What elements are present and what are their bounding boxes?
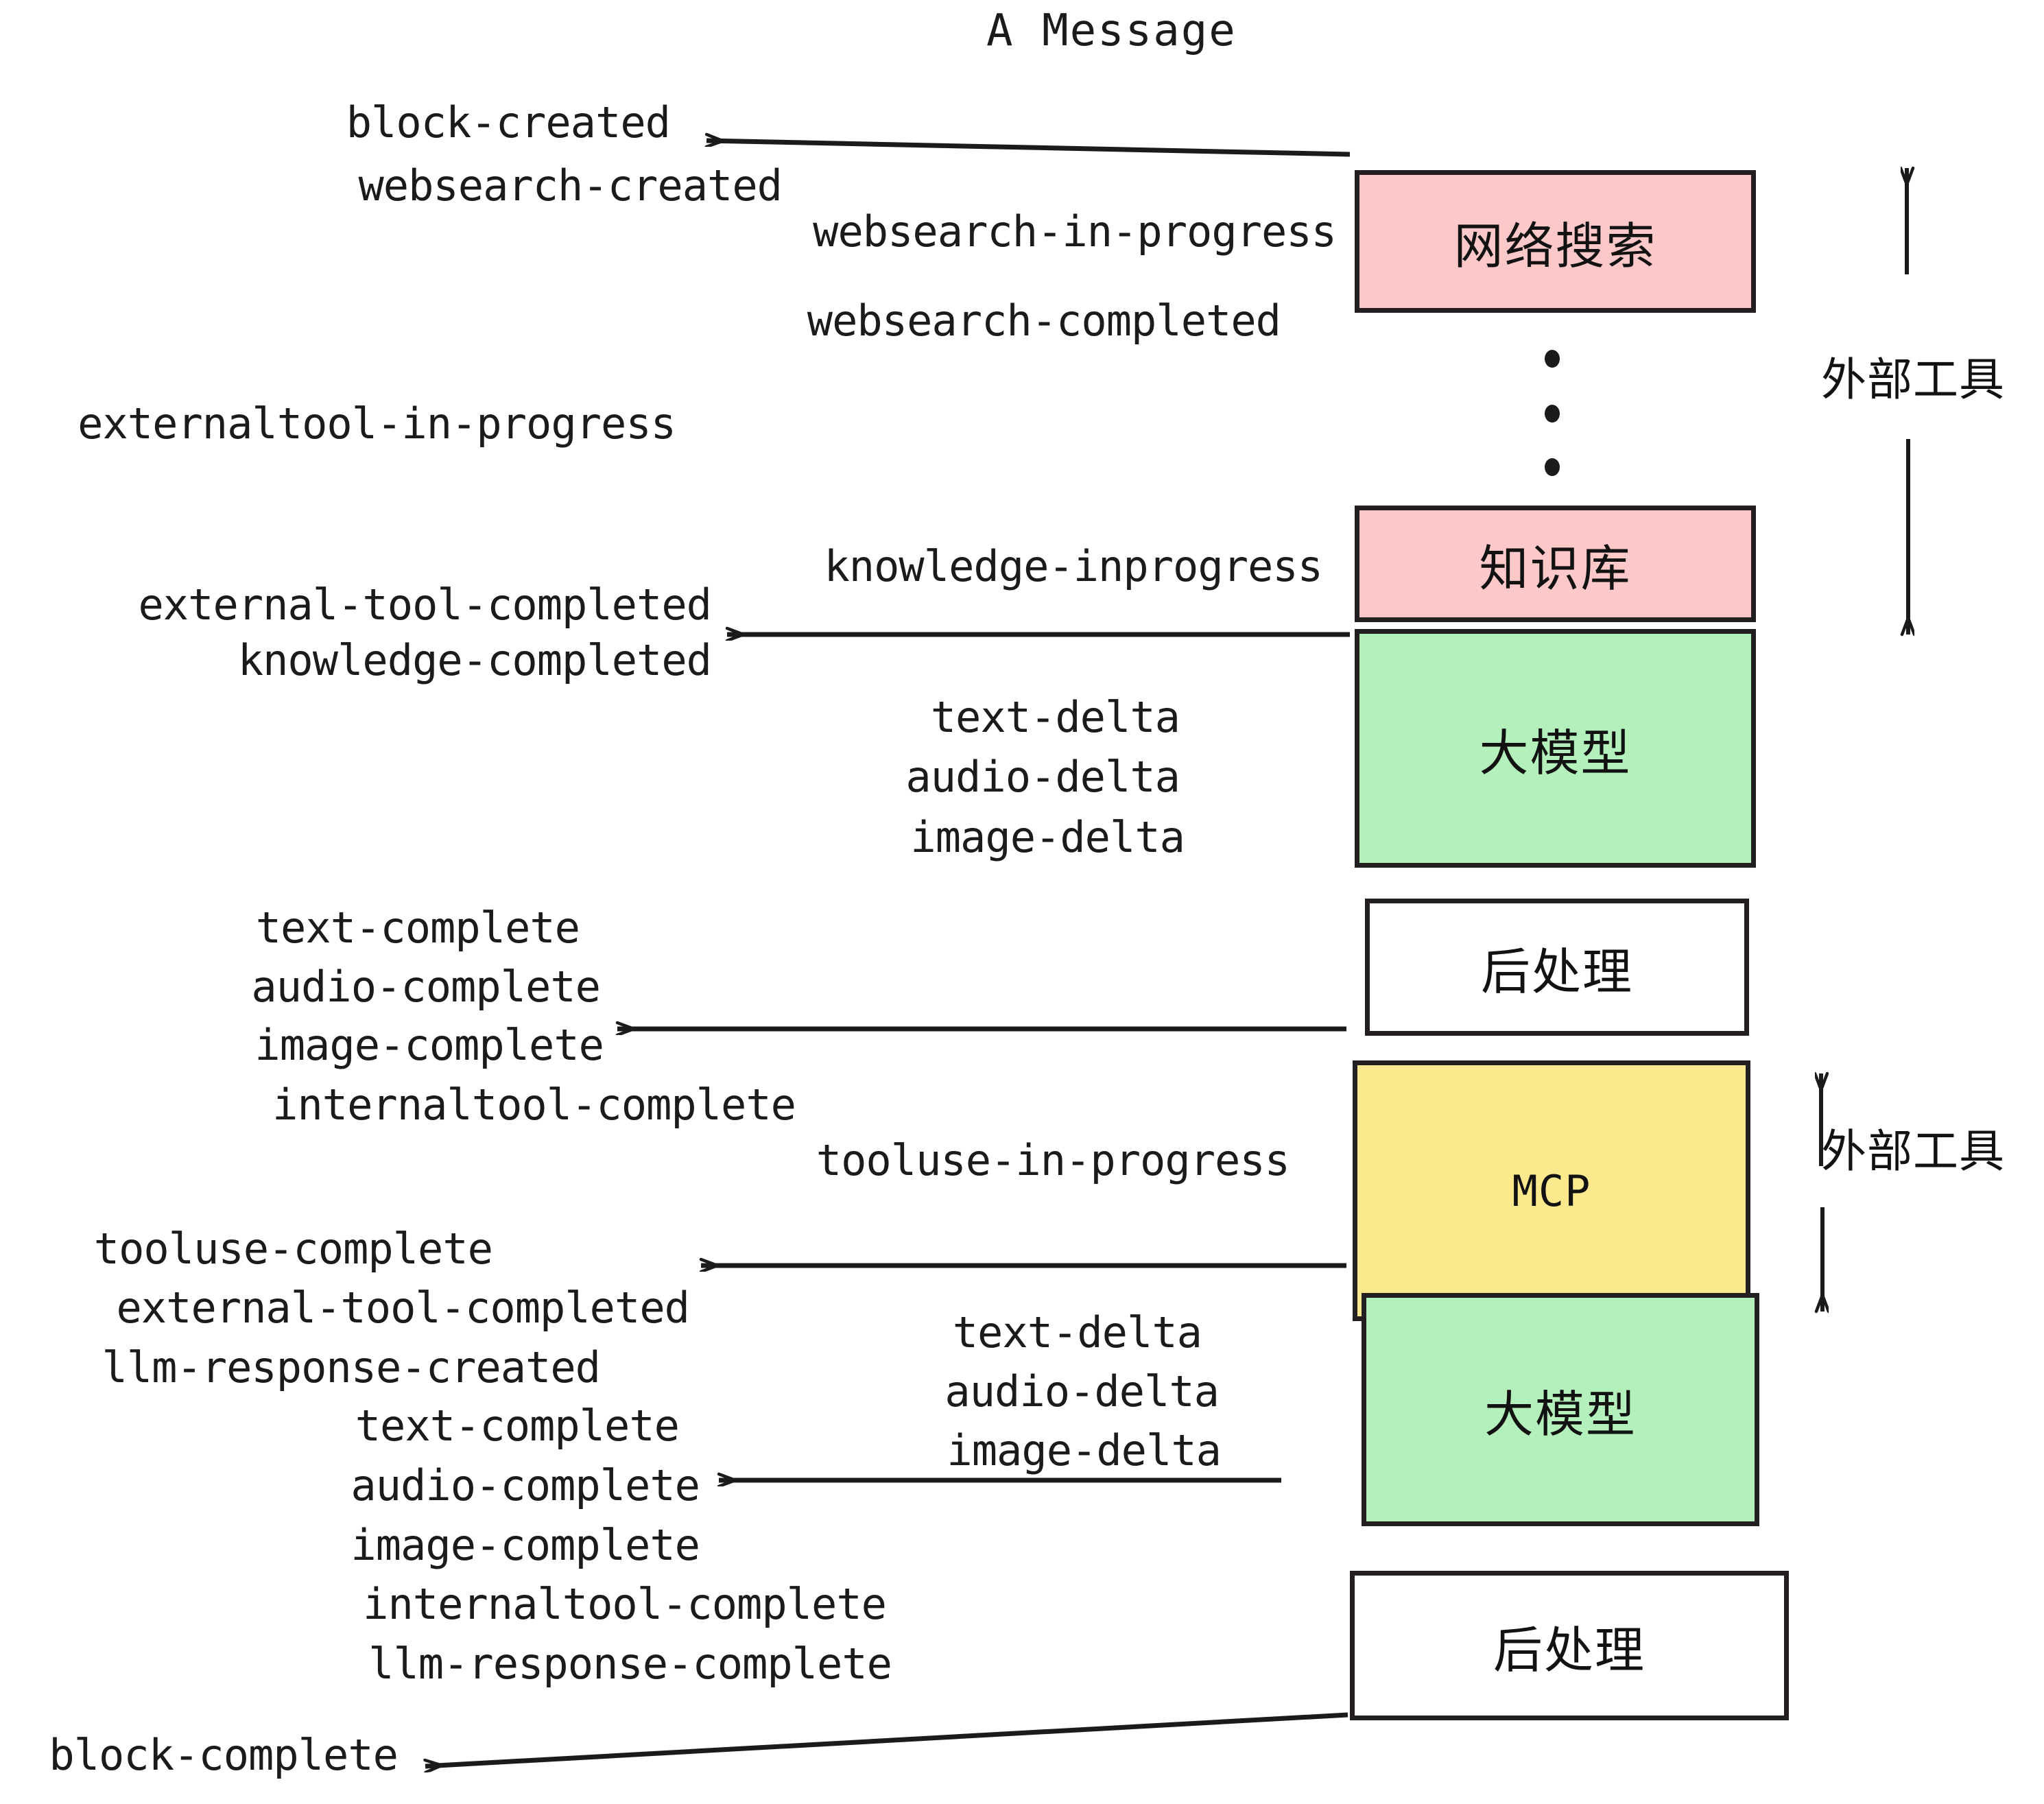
event-label-image-complete: image-complete <box>350 1520 700 1570</box>
ellipsis-dot <box>1545 405 1560 423</box>
event-label-audio-complete: audio-complete <box>350 1460 700 1510</box>
node-label-knowledge: 知识库 <box>1479 541 1632 597</box>
event-label-knowledge-completed: knowledge-completed <box>237 635 712 685</box>
event-label-block-complete: block-complete <box>49 1730 399 1780</box>
diagram-title: A Message <box>986 5 1237 56</box>
event-label-internaltool-complete: internaltool-complete <box>272 1080 796 1130</box>
side-label-external-tool-lower: 外部工具 <box>1821 1126 2005 1176</box>
node-label-postprocess-top: 后处理 <box>1480 945 1633 1000</box>
event-label-text-complete: text-complete <box>255 903 580 953</box>
node-box-llm-bottom: 大模型 <box>1362 1293 1759 1526</box>
event-label-websearch-created: websearch-created <box>358 161 783 211</box>
event-label-block-created: block-created <box>346 97 671 147</box>
event-label-audio-delta: audio-delta <box>944 1366 1220 1416</box>
arrow-postprocess-to-block-complete <box>425 1712 1348 1766</box>
event-label-audio-complete: audio-complete <box>251 962 601 1012</box>
side-label-external-tool-upper: 外部工具 <box>1821 354 2005 405</box>
event-label-websearch-completed: websearch-completed <box>807 296 1281 346</box>
node-box-postprocess-bottom: 后处理 <box>1350 1571 1789 1720</box>
event-label-image-complete: image-complete <box>254 1020 604 1070</box>
event-label-text-delta: text-delta <box>930 692 1180 742</box>
event-label-external-tool-completed: external-tool-completed <box>138 580 712 630</box>
event-label-llm-response-created: llm-response-created <box>102 1342 601 1392</box>
event-label-text-complete: text-complete <box>355 1401 680 1451</box>
ellipsis-dot <box>1545 458 1560 476</box>
event-label-external-tool-completed: external-tool-completed <box>116 1283 690 1333</box>
event-label-text-delta: text-delta <box>952 1307 1202 1357</box>
node-box-llm-top: 大模型 <box>1355 629 1756 868</box>
event-label-tooluse-complete: tooluse-complete <box>93 1224 493 1274</box>
node-label-websearch: 网络搜索 <box>1453 219 1657 274</box>
event-label-tooluse-in-progress: tooluse-in-progress <box>816 1135 1290 1185</box>
event-label-externaltool-in-progress: externaltool-in-progress <box>78 399 676 449</box>
event-label-llm-response-complete: llm-response-complete <box>368 1639 892 1689</box>
node-label-llm-top: 大模型 <box>1479 726 1632 781</box>
arrow-websearch-to-block-created <box>706 141 1351 157</box>
event-label-internaltool-complete: internaltool-complete <box>363 1579 887 1629</box>
node-box-knowledge: 知识库 <box>1355 506 1756 622</box>
event-label-websearch-in-progress: websearch-in-progress <box>813 206 1337 257</box>
node-box-postprocess-top: 后处理 <box>1365 899 1749 1036</box>
event-label-knowledge-inprogress: knowledge-inprogress <box>824 541 1323 591</box>
event-label-audio-delta: audio-delta <box>905 752 1180 802</box>
node-label-postprocess-bottom: 后处理 <box>1493 1623 1645 1678</box>
node-label-llm-bottom: 大模型 <box>1484 1387 1637 1443</box>
node-box-mcp: MCP <box>1353 1060 1750 1321</box>
node-box-websearch: 网络搜索 <box>1355 170 1756 313</box>
event-label-image-delta: image-delta <box>910 812 1185 862</box>
node-label-mcp: MCP <box>1512 1165 1591 1216</box>
event-label-image-delta: image-delta <box>947 1425 1222 1475</box>
ellipsis-dot <box>1545 350 1560 368</box>
